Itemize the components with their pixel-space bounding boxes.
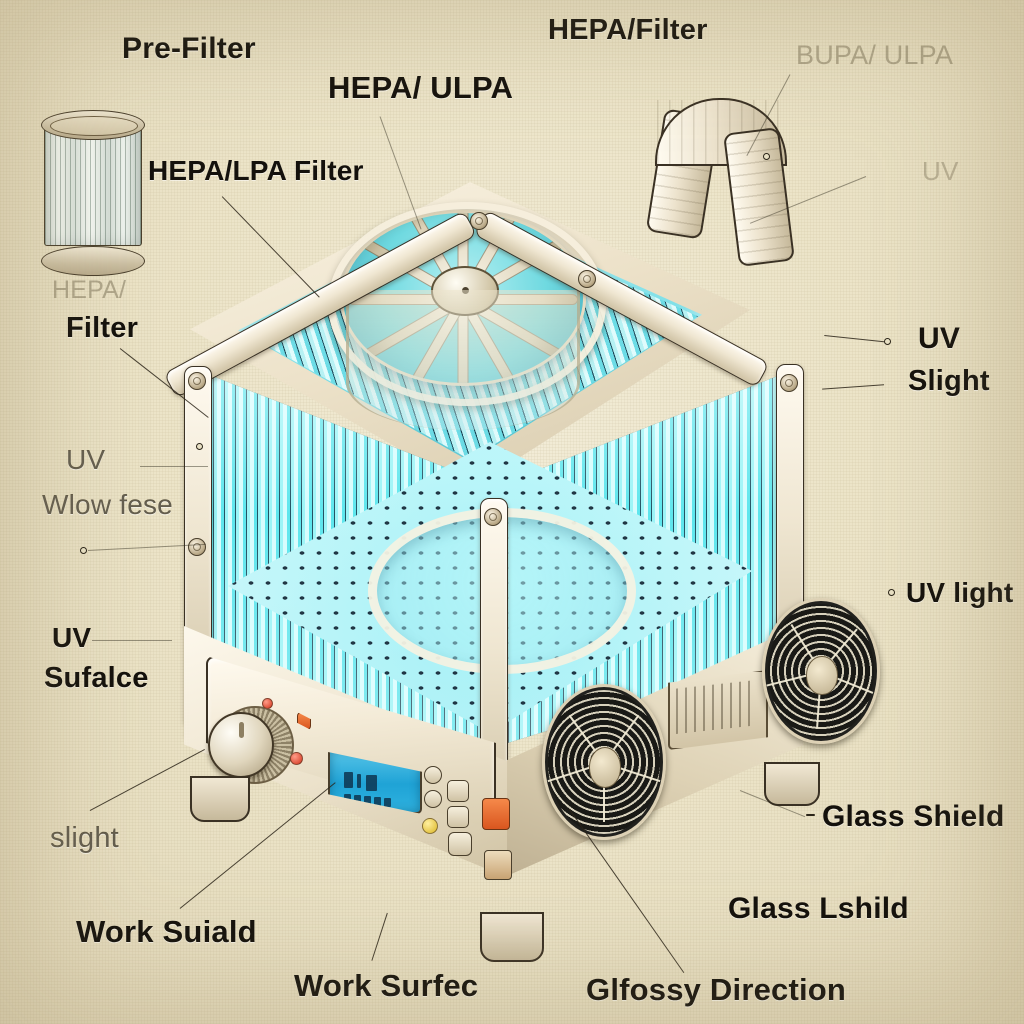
standby-led-yellow — [422, 818, 438, 834]
lcd-segment — [374, 797, 381, 806]
label-uv-sufalce-uv: UV — [52, 622, 92, 653]
alarm-led-red — [290, 752, 303, 765]
lcd-segment — [366, 775, 377, 791]
fan-hub — [588, 746, 622, 788]
down-button[interactable] — [447, 806, 469, 828]
lcd-segment — [357, 774, 361, 788]
lcd-segment — [354, 795, 361, 804]
frame-screw — [470, 212, 488, 230]
lcd-segment — [364, 796, 371, 805]
label-glfossy-direction: Glfossy Direction — [586, 972, 847, 1007]
pre-filter-media — [44, 124, 142, 246]
mode-button[interactable] — [424, 790, 442, 808]
label-glass-shield: Glass Shield — [822, 800, 1005, 833]
side-exhaust-fan — [762, 598, 880, 744]
label-hepa-ulpa: HEPA/ ULPA — [328, 70, 514, 105]
frame-screw — [188, 538, 206, 556]
leader-endpoint — [888, 589, 895, 596]
leader-endpoint — [884, 338, 891, 345]
frame-screw — [578, 270, 596, 288]
frame-screw — [188, 372, 206, 390]
pre-filter-cartridge — [41, 110, 145, 276]
cabinet-foot — [190, 776, 250, 822]
leader-endpoint — [763, 153, 770, 160]
power-led-red — [262, 698, 273, 709]
label-uv-top-right: UV — [922, 156, 959, 186]
lamp-button[interactable] — [448, 832, 472, 856]
fan-hub — [806, 656, 838, 695]
leader-endpoint — [80, 547, 87, 554]
uv-lamp-button[interactable] — [484, 850, 512, 880]
label-work-suiald: Work Suiald — [76, 914, 257, 949]
label-uv-sufalce-surface: Sufalce — [44, 662, 149, 694]
pre-filter-top-cap — [41, 110, 145, 140]
label-hepa-lpa-filter: HEPA/LPA Filter — [148, 155, 364, 186]
pre-filter-bottom-cap — [41, 246, 145, 276]
label-glass-lshild: Glass Lshild — [728, 892, 909, 925]
side-vent-slots — [676, 680, 756, 734]
label-uv-slight-slight: Slight — [908, 365, 990, 397]
lcd-segment — [384, 798, 391, 807]
label-bupa-ulpa: BUPA/ ULPA — [796, 40, 954, 70]
cabinet-foot — [480, 912, 544, 962]
frame-screw — [780, 374, 798, 392]
label-wlow-fese: Wlow fese — [42, 489, 173, 520]
label-uv-left: UV — [66, 444, 106, 475]
cabinet-foot — [764, 762, 820, 806]
label-uv-slight-uv: UV — [918, 322, 961, 355]
leader-uv-left — [140, 466, 208, 467]
pre-filter-pleats — [45, 125, 141, 245]
frame-screw — [484, 508, 502, 526]
set-button[interactable] — [424, 766, 442, 784]
label-filter-left: Filter — [66, 312, 139, 344]
up-button[interactable] — [447, 780, 469, 802]
label-uv-light: UV light — [906, 577, 1014, 608]
front-exhaust-fan — [542, 684, 666, 840]
leader-uv-sufalce — [92, 640, 172, 641]
label-hepa-faint: HEPA/ — [52, 276, 127, 304]
leader-endpoint — [196, 443, 203, 450]
leader-glass-shield — [806, 814, 815, 816]
pre-filter-lid — [50, 116, 138, 136]
power-button[interactable] — [482, 798, 510, 830]
label-work-surfec: Work Surfec — [294, 968, 479, 1003]
label-slight-lower: slight — [50, 822, 119, 854]
label-pre-filter: Pre-Filter — [122, 32, 256, 65]
blower-cylinder — [346, 290, 580, 430]
lcd-segment — [344, 772, 353, 788]
air-purifier-cabinet — [150, 90, 890, 962]
label-hepa-filter-top: HEPA/Filter — [548, 14, 708, 46]
speed-control-knob[interactable] — [208, 712, 274, 778]
